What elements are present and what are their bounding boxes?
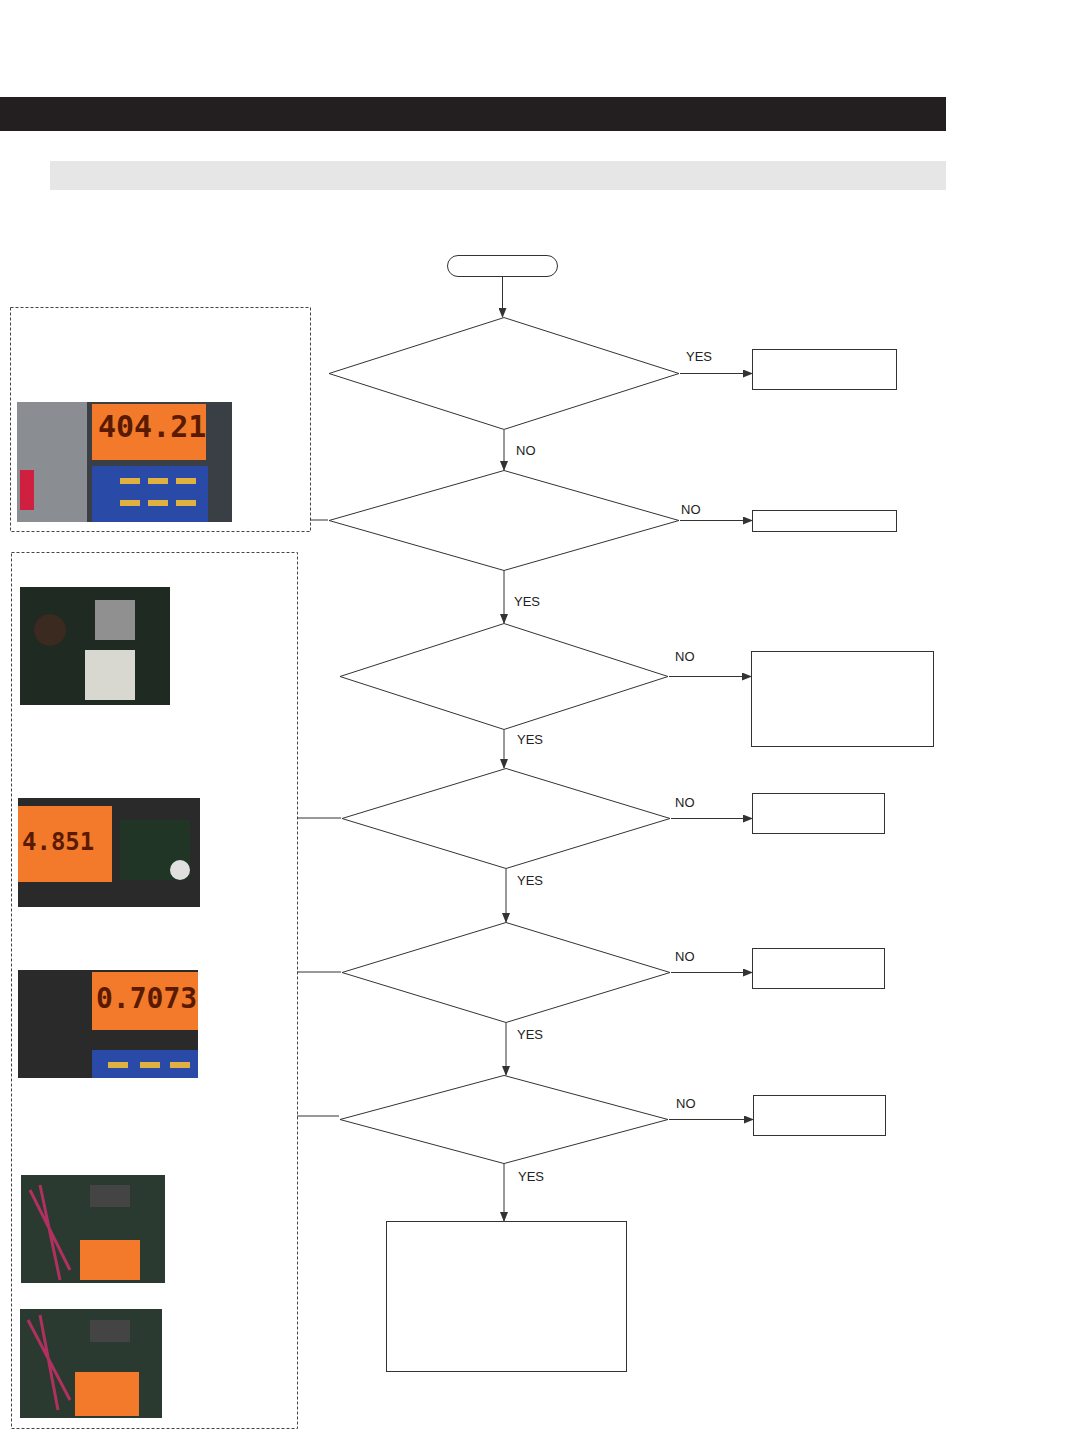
edge-label: YES <box>512 594 542 609</box>
diamond-outline <box>339 1075 669 1164</box>
diamond-outline <box>328 317 680 430</box>
diamond-outline <box>341 922 671 1023</box>
edge-label: YES <box>515 1027 545 1042</box>
photo-panel <box>11 308 311 532</box>
flow-arrow <box>671 818 752 819</box>
decision-diamond <box>339 623 669 730</box>
leader-line <box>310 520 328 521</box>
meter-reading: 4.851 <box>22 830 94 854</box>
edge-label: NO <box>679 502 703 517</box>
process-box <box>752 793 885 834</box>
flow-arrow <box>506 1023 507 1075</box>
diamond-outline <box>328 470 680 571</box>
board-photo <box>20 587 170 705</box>
flow-arrow <box>669 1119 753 1120</box>
process-box <box>752 349 897 390</box>
flow-arrow <box>504 571 505 623</box>
process-box <box>751 651 934 747</box>
meter-reading: 0.7073 <box>96 985 197 1013</box>
diamond-outline <box>341 768 671 869</box>
process-box <box>386 1221 627 1372</box>
diamond-outline <box>339 623 669 730</box>
multimeter-photo <box>18 798 200 907</box>
decision-diamond <box>341 922 671 1023</box>
edge-label: NO <box>674 1096 698 1111</box>
decision-diamond <box>328 470 680 571</box>
flow-arrow <box>680 520 752 521</box>
leader-line <box>297 1116 339 1117</box>
decision-diamond <box>339 1075 669 1164</box>
decision-diamond <box>341 768 671 869</box>
flow-arrow <box>671 972 752 973</box>
board-photo <box>20 1309 162 1418</box>
process-box <box>753 1095 886 1136</box>
meter-reading: 404.21 <box>98 412 206 442</box>
decision-diamond <box>328 317 680 430</box>
edge-label: YES <box>515 732 545 747</box>
flow-arrow <box>504 730 505 768</box>
header-bar <box>0 97 946 131</box>
flow-arrow <box>669 676 751 677</box>
flow-arrow <box>680 373 752 374</box>
leader-line <box>297 818 341 819</box>
subheader-bar <box>50 161 946 190</box>
edge-label: NO <box>514 443 538 458</box>
process-box <box>752 948 885 989</box>
edge-label: YES <box>684 349 714 364</box>
edge-label: YES <box>516 1169 546 1184</box>
flow-arrow <box>502 277 503 317</box>
flow-arrow <box>506 869 507 922</box>
edge-label: NO <box>673 795 697 810</box>
board-photo <box>21 1175 165 1283</box>
photo-panel <box>12 553 298 1429</box>
terminator <box>447 255 558 277</box>
multimeter-photo <box>17 402 232 522</box>
edge-label: NO <box>673 949 697 964</box>
flow-arrow <box>504 430 505 470</box>
edge-label: YES <box>515 873 545 888</box>
edge-label: NO <box>673 649 697 664</box>
multimeter-photo <box>18 970 198 1078</box>
process-box <box>752 510 897 532</box>
leader-line <box>297 972 341 973</box>
flow-arrow <box>504 1164 505 1221</box>
